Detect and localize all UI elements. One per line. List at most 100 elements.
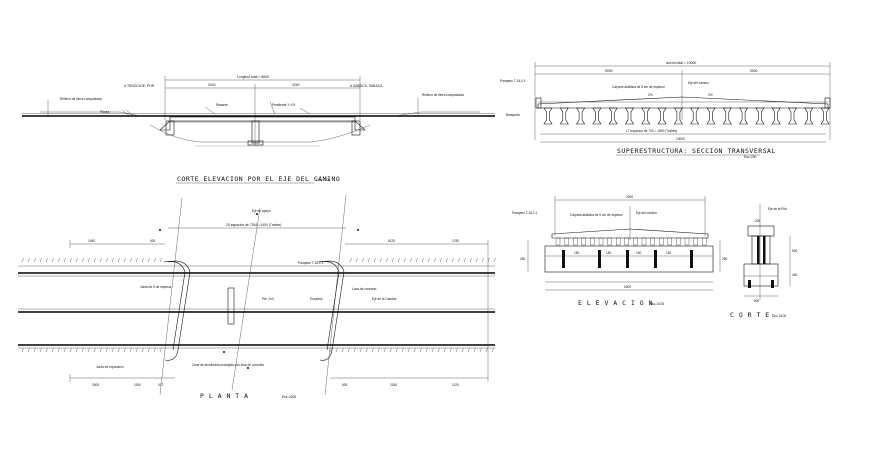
elev-top-dim: 2000 — [626, 195, 633, 199]
eje-apoyo-label: Eje de apoyo — [252, 209, 271, 213]
grass-tick — [129, 347, 132, 353]
grass-tick — [335, 347, 338, 353]
grass-tick — [99, 347, 102, 353]
elevacion-scale: Esc.1/100 — [650, 302, 664, 306]
plan-left-dim1: 1450 — [88, 239, 95, 243]
grass-tick — [349, 257, 352, 263]
grass-tick — [27, 347, 30, 353]
grass-tick — [153, 347, 156, 353]
grass-tick — [487, 257, 490, 263]
girder-beam — [641, 237, 647, 246]
right-fill-note: Relleno de tierra compactada — [422, 93, 464, 97]
grass-tick — [431, 347, 434, 353]
plan-eje-camino-label: Eje de la Cambia — [372, 297, 397, 301]
girder-beam — [624, 107, 635, 125]
grass-tick — [467, 347, 470, 353]
grass-tick — [51, 257, 54, 263]
corte-scale: Esc.1/100 — [772, 314, 786, 318]
elevacion-drawing — [527, 196, 721, 291]
grass-tick — [485, 347, 488, 353]
girder-beam — [633, 237, 638, 246]
grass-tick — [51, 347, 54, 353]
pend-left-label: 2% — [648, 93, 653, 97]
plan-pte-label: Pte. 2x3 — [262, 297, 274, 301]
plan-junta-label: Junta de 5 de espesor — [140, 285, 172, 289]
grass-tick — [87, 347, 90, 353]
span-dim-right: 3240 — [292, 83, 300, 87]
grass-tick — [493, 257, 496, 263]
grass-tick — [87, 257, 90, 263]
elev-carpeta-label: Carpeta asfaltica de 5 cm de espesor — [570, 213, 624, 217]
plan-top-dim: 20 espacios de 7264 =1400 (Trabes) — [226, 223, 281, 227]
grass-tick — [415, 257, 418, 263]
girder-beam — [581, 237, 586, 246]
plan-bottom-right2: 1120 — [452, 383, 459, 387]
plan-bottom-right3: 400 — [342, 383, 348, 387]
grass-tick — [449, 347, 452, 353]
girder-beam — [755, 107, 765, 125]
grass-tick — [347, 347, 350, 353]
eje-label: Eje del camino — [688, 81, 709, 85]
girder-beam — [739, 107, 749, 125]
girder-beam — [590, 237, 595, 246]
girder-beam — [706, 107, 716, 125]
grass-tick — [389, 347, 392, 353]
grass-tick — [135, 257, 138, 263]
grass-tick — [395, 347, 398, 353]
corte-elevacion-title: CORTE ELEVACION POR EL EJE DEL CAMINO — [177, 175, 340, 183]
planta-scale: Esc.1/200 — [282, 395, 296, 399]
grass-tick — [21, 257, 24, 263]
grass-tick — [445, 257, 448, 263]
elev-dim-e: 150 — [666, 251, 672, 255]
grass-tick — [81, 347, 84, 353]
grass-tick — [159, 347, 162, 353]
grass-tick — [117, 347, 120, 353]
plan-right-dim2: 1780 — [452, 239, 459, 243]
grass-tick — [129, 257, 132, 263]
grass-tick — [341, 347, 344, 353]
plan-bottom-left: 2400 — [92, 383, 99, 387]
parapeto-label: Parapeto T-34,0.1 — [500, 79, 526, 83]
grass-tick — [491, 347, 494, 353]
grass-tick — [111, 347, 114, 353]
girder-beam — [659, 237, 664, 246]
grass-hatch — [21, 257, 496, 353]
span-dim-left: 3240 — [208, 83, 216, 87]
plan-bottom-right: 2150 — [390, 383, 397, 387]
grass-tick — [21, 347, 24, 353]
girder-beam — [641, 107, 651, 125]
grass-tick — [63, 347, 66, 353]
grass-tick — [81, 257, 84, 263]
right-destination-label: A SABACA, SABACA — [350, 84, 383, 88]
grass-tick — [379, 257, 382, 263]
girder-beam — [722, 107, 732, 125]
grass-tick — [93, 257, 96, 263]
corte-top-dim: 200 — [755, 219, 761, 223]
grass-tick — [401, 347, 404, 353]
girder-beam — [616, 237, 621, 246]
grass-tick — [111, 257, 114, 263]
grass-tick — [409, 257, 412, 263]
plan-escalera-label: Escalera — [310, 297, 323, 301]
grass-tick — [93, 347, 96, 353]
grass-tick — [39, 257, 42, 263]
grass-tick — [373, 257, 376, 263]
grass-tick — [413, 347, 416, 353]
grass-tick — [45, 347, 48, 353]
girder-beam — [555, 237, 561, 246]
left-fill-note: Relleno de tierra compactada — [60, 97, 102, 101]
corte-bottom-dim: 800 — [754, 299, 760, 303]
grass-tick — [385, 257, 388, 263]
girder-beam — [573, 237, 578, 246]
grass-tick — [407, 347, 410, 353]
grass-tick — [455, 347, 458, 353]
grass-tick — [427, 257, 430, 263]
grass-tick — [359, 347, 362, 353]
girder-beam — [676, 237, 681, 246]
superestructura-drawing — [534, 62, 831, 143]
longitud-total-label: Longitud total = 6840 — [237, 75, 269, 79]
grass-tick — [63, 257, 66, 263]
left-destination-label: A TENOCAJE, POR — [124, 84, 155, 88]
elev-dim-c: 150 — [606, 251, 612, 255]
plan-parapeto-label: Parapeto T-34,0.1 — [298, 261, 324, 265]
